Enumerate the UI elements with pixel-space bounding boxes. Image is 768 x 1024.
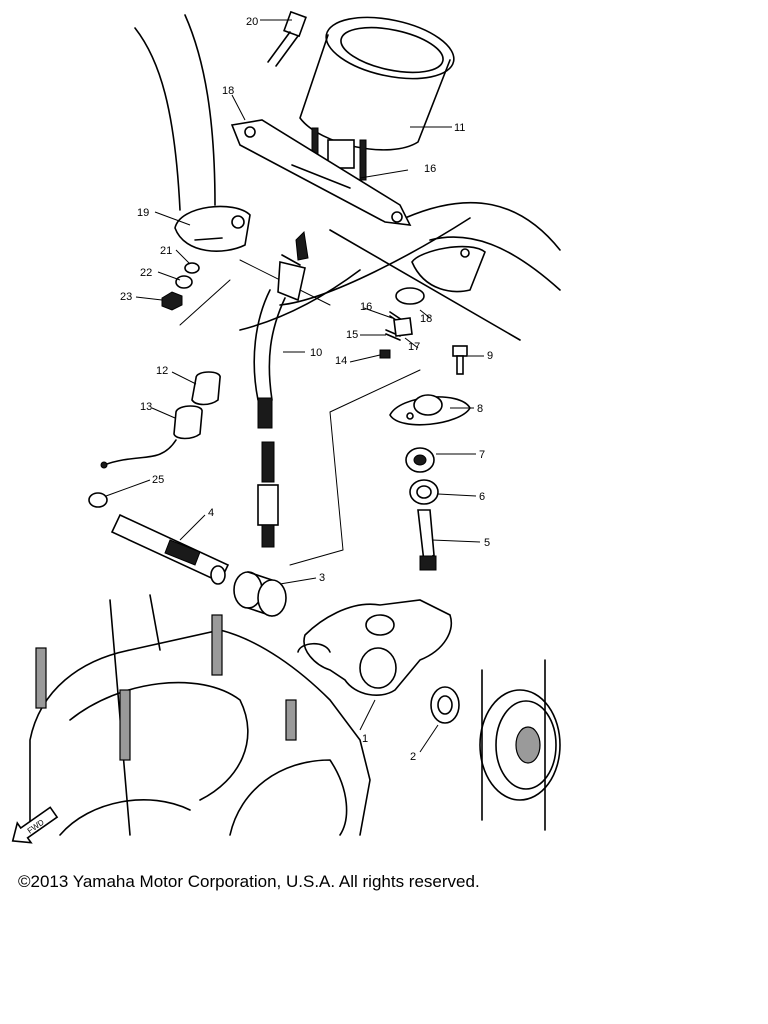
label-19: 18: [222, 85, 234, 97]
label-6: 6: [479, 491, 485, 503]
label-2: 2: [410, 751, 416, 763]
label-1: 1: [362, 733, 368, 745]
cover-parts: [100, 371, 221, 469]
label-24: 23: [120, 291, 132, 303]
screw-part: [452, 345, 468, 375]
plate-part: [389, 394, 471, 426]
label-21: 20: [246, 16, 258, 28]
bolt-part: [267, 10, 307, 67]
label-10: 10: [310, 347, 322, 359]
label-17: 17: [408, 341, 420, 353]
holder-part: [174, 205, 251, 252]
gear-housing-part: [297, 599, 452, 696]
label-11: 11: [454, 122, 465, 134]
speedometer-part: [299, 16, 455, 181]
bracket-part: [230, 119, 412, 226]
label-15: 15: [346, 329, 358, 341]
label-3: 3: [319, 572, 325, 584]
label-13: 13: [140, 401, 152, 413]
copyright-notice: ©2013 Yamaha Motor Corporation, U.S.A. A…: [18, 872, 480, 891]
drive-shaft-part: [110, 513, 230, 585]
label-14: 14: [335, 355, 347, 367]
meter-cable-part: [253, 230, 309, 548]
part-labels: 20 11 18 16 19 21 22 23 10 12 13 16 15 1…: [120, 16, 493, 763]
crankcase: [29, 594, 371, 836]
label-16a: 16: [424, 163, 436, 175]
label-4: 4: [208, 507, 214, 519]
label-23: 22: [140, 267, 152, 279]
wheel-hub: [479, 659, 561, 831]
parts-exploded-diagram: 20 11 18 16 19 21 22 23 10 12 13 16 15 1…: [11, 10, 561, 844]
label-9: 9: [487, 350, 493, 362]
arrow-fwd-icon: FWD: [11, 806, 59, 844]
oring-part: [88, 492, 108, 508]
pinion-part: [417, 509, 437, 571]
label-25: 25: [152, 474, 164, 486]
label-8: 8: [477, 403, 483, 415]
leader-lines: [105, 19, 484, 753]
label-5: 5: [484, 537, 490, 549]
frame-outline: [134, 14, 561, 341]
small-parts: [379, 245, 486, 359]
label-7: 7: [479, 449, 485, 461]
label-16b: 16: [360, 301, 372, 313]
label-22: 21: [160, 245, 172, 257]
oil-seal-part: [430, 686, 460, 724]
fastener-parts: [161, 262, 200, 311]
label-12: 12: [156, 365, 168, 377]
bushing-part: [233, 571, 287, 617]
seal-parts: [405, 447, 439, 505]
label-20: 19: [137, 207, 149, 219]
label-18: 18: [420, 313, 432, 325]
